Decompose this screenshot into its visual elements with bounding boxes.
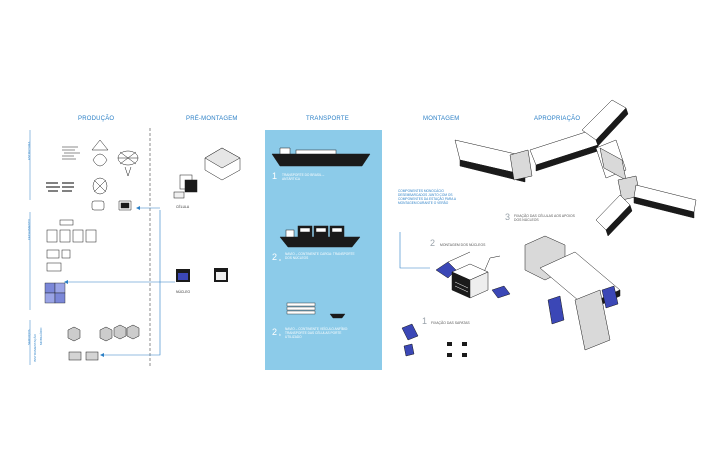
pre-montagem-module — [173, 147, 241, 199]
transport-step-2b-text: NAVIO – CONTINENTE VEÍCULO ANFÍBIO: TRAN… — [285, 327, 349, 340]
header-apropriacao: APROPRIAÇÃO — [534, 116, 581, 122]
montagem-step-2-text: MONTAGEM DOS NÚCLEOS — [440, 243, 486, 247]
station-assembly — [524, 235, 621, 351]
nucleo-boxes — [176, 268, 228, 282]
side-label-estrutura: ESTRUTURA — [27, 141, 31, 160]
transport-step-2b-sub: b — [279, 333, 281, 337]
header-pre-montagem: PRÉ-MONTAGEM — [186, 116, 238, 122]
header-montagem: MONTAGEM — [423, 116, 460, 122]
side-label-instrumentacao: INSTRUMENTAÇÃO — [33, 334, 37, 362]
station-star — [454, 99, 697, 237]
ship-1 — [271, 147, 371, 167]
montagem-step-1-text: FIXAÇÃO DAS SAPATAS — [431, 321, 470, 325]
label-celula: CÉLULA — [176, 205, 190, 209]
montagem-note: COMPONENTES MONOCÁCIO DESEMBARCADOS JUNT… — [398, 189, 456, 205]
producao-pattern-tiles — [44, 282, 66, 304]
producao-fechamento-icons — [46, 219, 97, 272]
transport-step-2a-text: NAVIO – CONTINENTE CARGA: TRANSPORTE DOS… — [285, 252, 355, 261]
transport-step-2a-number: 2 — [272, 252, 278, 262]
transport-panel — [265, 130, 382, 370]
montagem-core-box — [451, 263, 489, 299]
arrow-heads — [64, 206, 140, 357]
producao-services-icons — [67, 324, 140, 361]
label-nucleo: NÚCLEO — [176, 290, 191, 294]
side-label-mobiliario: MOBILIÁRIO — [39, 327, 43, 345]
footing-squares — [447, 342, 467, 357]
montagem-step-1-number: 1 — [422, 316, 428, 326]
apropriacao-step-3-text: FIXAÇÃO DAS CÉLULAS AOS APOIOS DOS NÚCLE… — [514, 214, 575, 223]
producao-structure-icons — [46, 139, 139, 211]
cargo-barge — [286, 302, 346, 319]
montagem-step-2-number: 2 — [430, 238, 436, 248]
header-producao: PRODUÇÃO — [78, 116, 115, 122]
flow-connectors — [68, 207, 430, 356]
header-transporte: TRANSPORTE — [306, 116, 349, 122]
transport-step-1-number: 1 — [272, 171, 278, 181]
crane-machines — [401, 251, 511, 357]
transport-step-2a-sub: a — [279, 258, 281, 262]
side-label-servicos: SERVIÇOS — [27, 329, 31, 345]
ship-2 — [279, 225, 361, 248]
transport-step-2b-number: 2 — [272, 327, 278, 337]
transport-step-1-text: TRANSPORTE DO BRASIL – ANTÁRTICA — [282, 173, 325, 182]
apropriacao-step-3-number: 3 — [505, 212, 511, 222]
side-label-fechamento: FECHAMENTO — [27, 219, 31, 240]
